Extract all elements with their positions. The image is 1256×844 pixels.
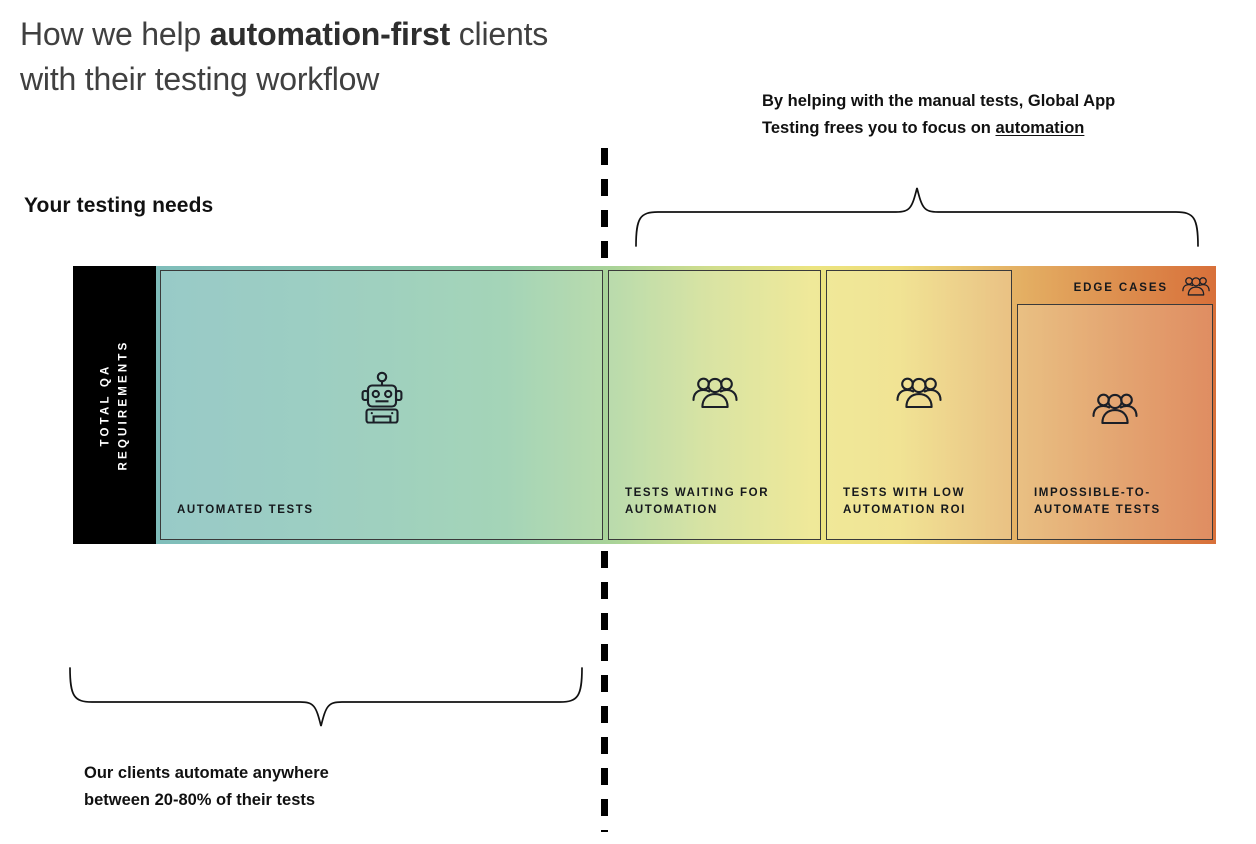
bottom-caption-line2: between 20-80% of their tests — [84, 791, 316, 810]
bottom-caption: Our clients automate anywhere between 20… — [84, 760, 514, 814]
panel-low-roi-label: TESTS WITH LOW AUTOMATION ROI — [843, 485, 966, 520]
panel-impossible-to-automate-tests[interactable]: IMPOSSIBLE-TO- AUTOMATE TESTS — [1017, 304, 1213, 540]
edge-cases-label: EDGE CASES — [1073, 282, 1168, 294]
qa-requirements-diagram: TOTAL QA REQUIREMENTS — [73, 266, 1216, 544]
panel-tests-waiting-for-automation[interactable]: TESTS WAITING FOR AUTOMATION — [608, 270, 821, 540]
page-title-line1-post: clients — [450, 16, 549, 52]
section-label-testing-needs: Your testing needs — [24, 194, 214, 217]
panel-tests-waiting-label-line1: TESTS WAITING FOR — [625, 486, 770, 499]
people-group-icon — [1092, 391, 1138, 430]
total-qa-axis-label-line2: REQUIREMENTS — [117, 339, 130, 471]
right-caption-line1: By helping with the manual tests, Global… — [762, 92, 1116, 110]
people-group-icon — [691, 375, 738, 414]
panel-low-roi-label-line2: AUTOMATION ROI — [843, 503, 966, 516]
test-category-strip: AUTOMATED TESTS TESTS WAITING FOR AUTOMA… — [156, 266, 1216, 544]
page-title-line2: with their testing workflow — [20, 60, 380, 97]
top-brace — [635, 187, 1199, 247]
right-caption-line2-pre: Testing frees you to focus on — [762, 119, 996, 138]
bottom-brace — [69, 667, 583, 727]
panel-tests-waiting-label: TESTS WAITING FOR AUTOMATION — [625, 485, 769, 520]
total-qa-axis: TOTAL QA REQUIREMENTS — [73, 266, 156, 544]
robot-icon — [361, 371, 403, 428]
panel-impossible-label: IMPOSSIBLE-TO- AUTOMATE TESTS — [1034, 485, 1161, 520]
panel-automated-tests[interactable]: AUTOMATED TESTS — [160, 270, 603, 540]
total-qa-axis-label: TOTAL QA REQUIREMENTS — [96, 339, 133, 470]
bottom-caption-line1: Our clients automate anywhere — [84, 764, 329, 782]
panel-tests-waiting-label-line2: AUTOMATION — [625, 503, 718, 516]
panel-tests-with-low-automation-roi[interactable]: TESTS WITH LOW AUTOMATION ROI — [826, 270, 1012, 540]
page-title-line1-pre: How we help — [20, 16, 210, 52]
panel-low-roi-label-line1: TESTS WITH LOW — [843, 486, 966, 499]
people-group-icon — [1182, 275, 1210, 301]
panel-impossible-label-line1: IMPOSSIBLE-TO- — [1034, 486, 1151, 499]
automation-link[interactable]: automation — [995, 119, 1085, 138]
page-title: How we help automation-first clients wit… — [20, 12, 720, 102]
edge-cases-header: EDGE CASES — [1074, 275, 1210, 301]
right-caption: By helping with the manual tests, Global… — [762, 88, 1232, 142]
people-group-icon — [896, 375, 942, 414]
page-title-emphasis: automation-first — [209, 16, 451, 52]
panel-automated-tests-label: AUTOMATED TESTS — [177, 503, 314, 516]
total-qa-axis-label-line1: TOTAL QA — [99, 363, 112, 447]
panel-impossible-label-line2: AUTOMATE TESTS — [1034, 503, 1161, 516]
